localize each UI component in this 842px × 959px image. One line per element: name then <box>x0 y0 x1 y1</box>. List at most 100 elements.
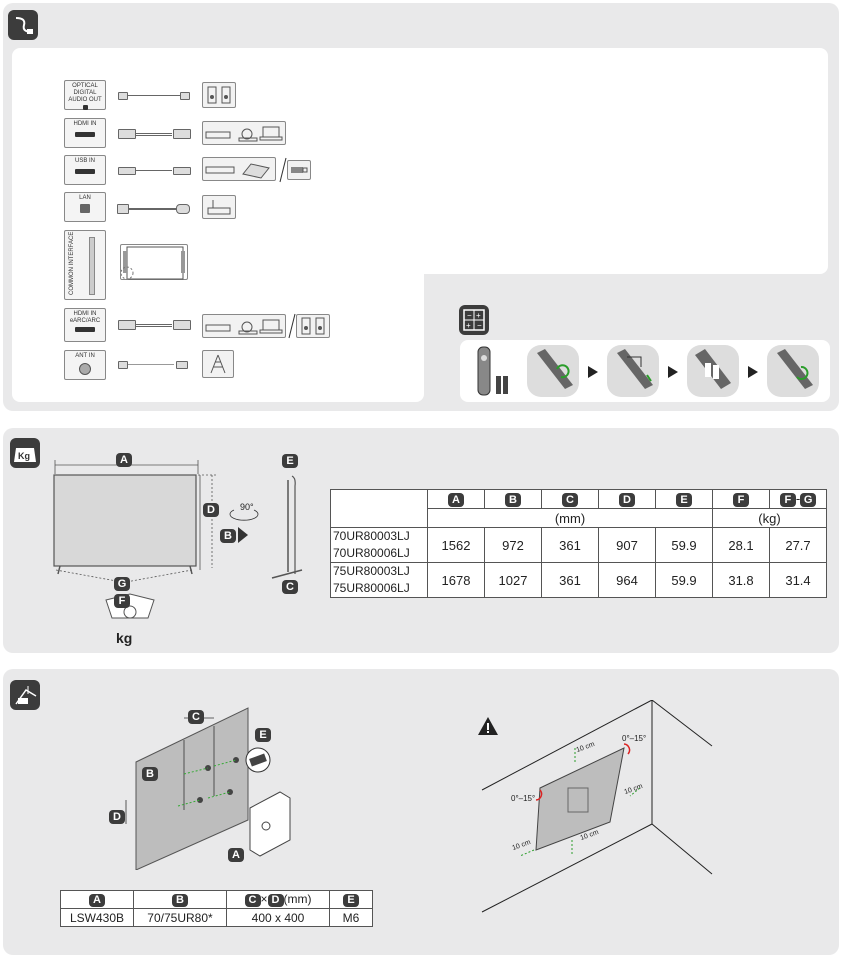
dim-label-b: B <box>220 529 236 543</box>
dim-label-f: F <box>114 594 130 608</box>
gap-cover <box>426 276 839 292</box>
svg-text:−: − <box>477 321 482 330</box>
header-f: F <box>733 493 749 507</box>
cell: 964 <box>598 562 656 598</box>
cell: 31.4 <box>769 562 827 598</box>
cell: 361 <box>541 562 599 598</box>
cell: 361 <box>541 527 599 563</box>
unit-mm: (mm) <box>427 508 713 528</box>
header-dash: - <box>795 491 801 506</box>
antenna-device <box>202 350 234 378</box>
cell: 59.9 <box>655 527 713 563</box>
optical-cable <box>128 95 180 96</box>
svg-text:+: + <box>476 311 481 320</box>
hdmi-earc-plug-right <box>173 320 191 330</box>
battery-step-1 <box>527 345 579 397</box>
ci-card-device <box>120 244 188 280</box>
connections-inner <box>12 48 828 274</box>
cell: 1562 <box>427 527 485 563</box>
svg-text:+: + <box>466 321 471 330</box>
dim-label-a: A <box>116 453 132 467</box>
dim-label-d: D <box>203 503 219 517</box>
cell: 28.1 <box>712 527 770 563</box>
kg-label: kg <box>116 630 133 646</box>
wall-mount-icon <box>10 680 40 710</box>
battery-step-2 <box>607 345 659 397</box>
header-a: A <box>448 493 464 507</box>
hdmi-earc-port: HDMI IN eARC/ARC <box>64 308 106 342</box>
header-f2: F <box>779 493 796 507</box>
dim-label-c: C <box>282 580 298 594</box>
earc-speaker-device <box>296 314 330 338</box>
optical-port: OPTICAL DIGITAL AUDIO OUT <box>64 80 106 110</box>
ci-port: COMMON INTERFACE <box>64 230 106 300</box>
router-device <box>202 195 236 219</box>
wall-header-c: C <box>244 894 261 907</box>
usb-plug-left <box>118 167 136 175</box>
cell: 59.9 <box>655 562 713 598</box>
wall-mount-table: A B C×D(mm) E LSW430B 70/75UR80* 400 x 4… <box>60 890 373 927</box>
header-c: C <box>562 493 578 507</box>
model-name: 70UR80006LJ <box>333 546 410 560</box>
hdmi-earc-port-label: HDMI IN eARC/ARC <box>69 311 101 324</box>
optical-plug-right <box>180 92 190 100</box>
model-name: 75UR80003LJ <box>333 564 410 578</box>
lan-port: LAN <box>64 192 106 222</box>
arrow-right-icon <box>588 366 598 378</box>
cell: 27.7 <box>769 527 827 563</box>
wall-header-e: E <box>343 894 359 907</box>
ant-port: ANT IN <box>64 350 106 380</box>
warning-icon <box>478 717 498 735</box>
header-e: E <box>676 493 692 507</box>
svg-text:−: − <box>467 311 472 320</box>
usb-port: USB IN <box>64 155 106 185</box>
speaker-device <box>202 82 236 108</box>
header-b: B <box>505 493 521 507</box>
ant-plug-right <box>176 361 188 369</box>
tilt-label-top: 0°–15° <box>622 734 647 743</box>
cell: 907 <box>598 527 656 563</box>
arrow-right-icon-3 <box>748 366 758 378</box>
hdmi-earc-plug-left <box>118 320 136 330</box>
slash-icon <box>279 157 287 183</box>
model-name: 75UR80006LJ <box>333 581 410 595</box>
hdmi-earc-cable <box>136 324 172 327</box>
wall-header-a: A <box>89 894 105 907</box>
hdmi-port: HDMI IN <box>64 118 106 148</box>
rotate-90-label: 90° <box>240 502 254 512</box>
dim-label-g: G <box>114 577 130 591</box>
arrow-right-icon-2 <box>668 366 678 378</box>
wall-unit-mm: (mm) <box>283 892 312 906</box>
optical-plug-left <box>118 92 128 100</box>
usb-plug-right <box>173 167 191 175</box>
cell: 1678 <box>427 562 485 598</box>
wall-label-a: A <box>228 848 244 862</box>
lan-plug-left <box>117 204 129 214</box>
tilt-label-left: 0°–15° <box>511 794 536 803</box>
wall-header-b: B <box>172 894 188 907</box>
cell: 31.8 <box>712 562 770 598</box>
wall-label-e: E <box>255 728 271 742</box>
unit-kg: (kg) <box>712 508 827 528</box>
optical-port-label: OPTICAL DIGITAL AUDIO OUT <box>68 83 102 103</box>
battery-step-4 <box>767 345 819 397</box>
wall-label-b: B <box>142 767 158 781</box>
cell: M6 <box>329 908 373 927</box>
wall-clearance-diagram <box>481 700 713 913</box>
earc-av-devices <box>202 314 286 338</box>
tv-dimension-diagram <box>53 460 303 619</box>
slash-icon-2 <box>288 313 296 339</box>
wall-label-d: D <box>109 810 125 824</box>
cable-icon <box>8 10 38 40</box>
cell: 70/75UR80* <box>133 908 227 927</box>
battery-step-3 <box>687 345 739 397</box>
wall-header-d: D <box>267 894 284 907</box>
hdmi-plug-right <box>173 129 191 139</box>
battery-icon: −+ +− <box>459 305 489 335</box>
times-sign: × <box>260 892 268 906</box>
lan-plug-right <box>176 204 190 214</box>
dim-label-e: E <box>282 454 298 468</box>
